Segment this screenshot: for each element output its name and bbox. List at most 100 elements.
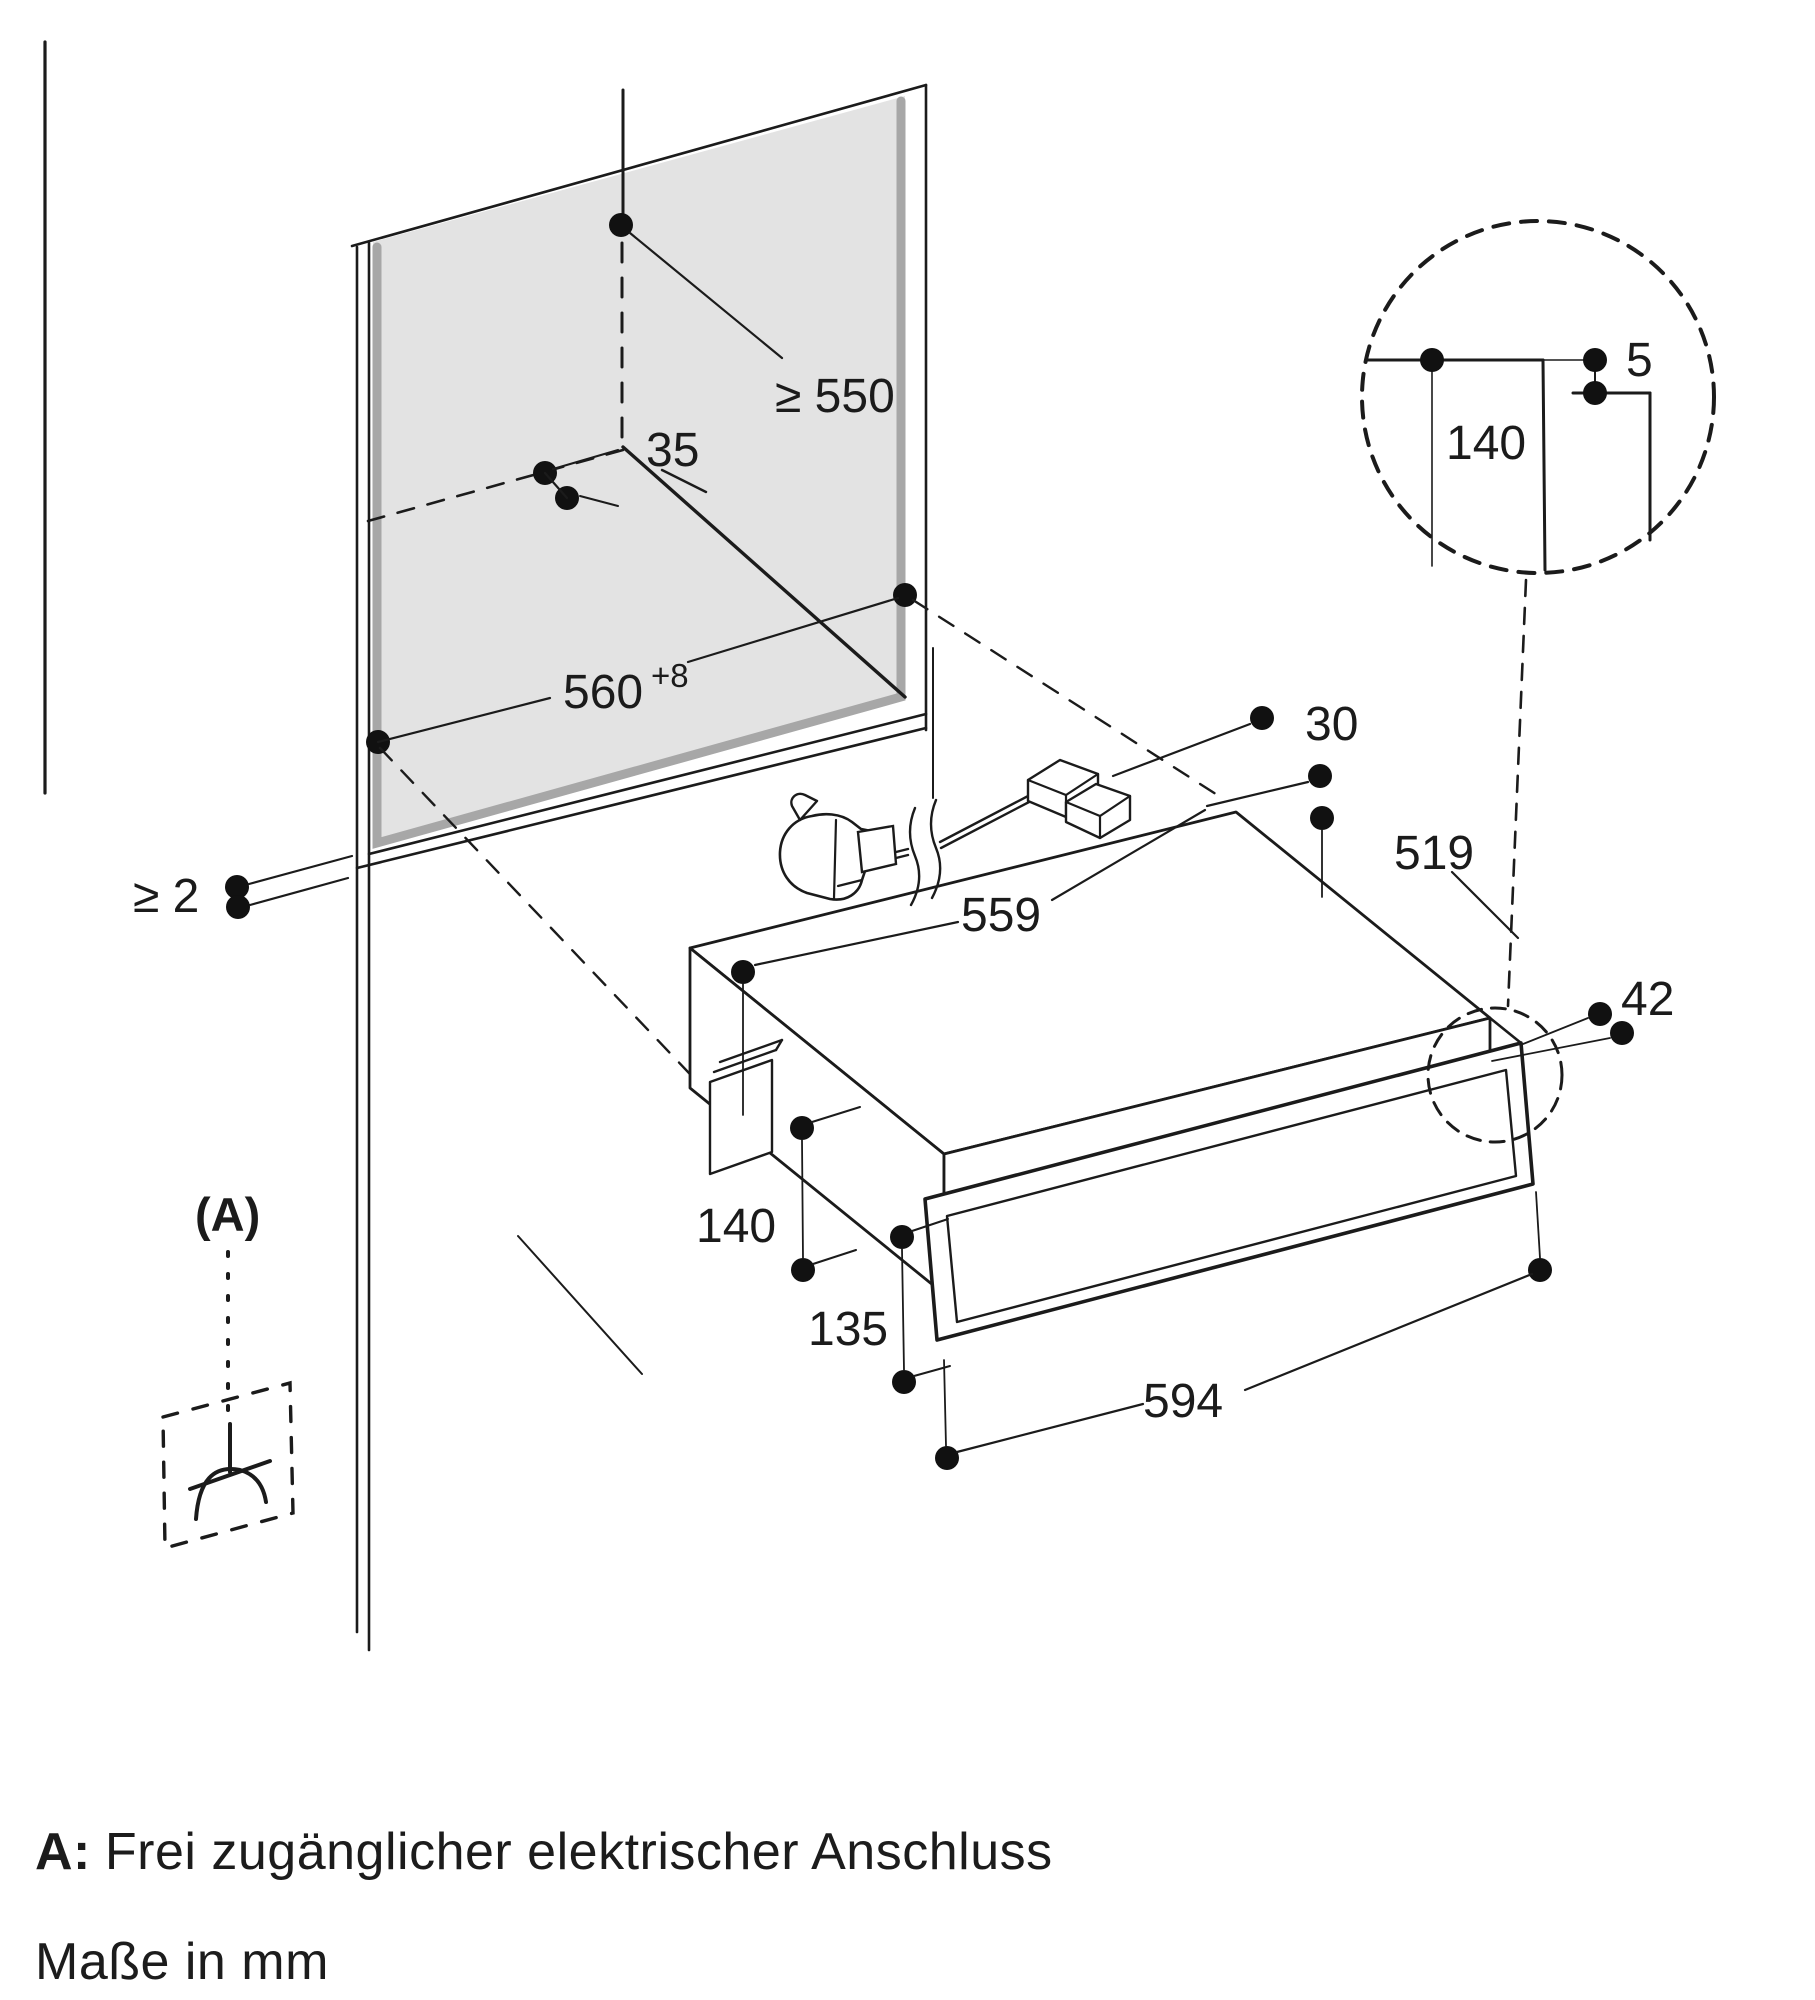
wall-lines [43, 40, 371, 1652]
tick-35-a [660, 468, 708, 494]
guide-lower-left [517, 1235, 643, 1375]
leader-30-a [1111, 722, 1252, 778]
bracket-flange-a [712, 1048, 778, 1074]
units-note: Maße in mm [35, 1933, 329, 1991]
leader-140-bottom [812, 1249, 857, 1265]
power-cable [778, 647, 1132, 907]
dim-front-width: 594 [1143, 1375, 1223, 1428]
leader-135-top [911, 1218, 949, 1232]
cable-seg-right-b [939, 799, 1033, 850]
ref-dot [226, 895, 250, 919]
dim-appliance-depth: 519 [1394, 827, 1474, 880]
legend-key: A: [35, 1823, 91, 1881]
mounting-bracket [708, 1038, 784, 1176]
outlet-cross-line [188, 1459, 272, 1491]
ref-dot [791, 1258, 815, 1282]
legend-text: Frei zugänglicher elektrischer Anschluss [104, 1823, 1053, 1881]
ext-594-left [943, 1359, 947, 1447]
niche-back-panel [373, 96, 905, 848]
niche-panel-border [372, 96, 906, 849]
dim-niche-width: 560 [563, 666, 643, 719]
guide-right-dashed [911, 598, 1224, 800]
dim-detail-gap: 5 [1626, 334, 1653, 387]
front-panel-outer [923, 1041, 1535, 1342]
plug-facet-b [836, 878, 864, 888]
leader-42-a [1522, 1017, 1589, 1045]
cable-seg-left-b [894, 853, 910, 860]
leader-ge2-bottom [248, 876, 350, 907]
panel-detail-circle [1426, 1006, 1564, 1144]
leader-594-right [1243, 1272, 1534, 1392]
leader-30-b [1205, 780, 1310, 808]
leader-ge2-top [247, 854, 354, 886]
cable-seg-right-a [938, 793, 1032, 844]
leader-559-left [753, 920, 960, 967]
dimline-140 [801, 1139, 804, 1259]
ref-dot [1583, 348, 1607, 372]
leader-519 [1450, 870, 1520, 940]
niche-inner-corner-edge [621, 445, 907, 699]
niche [350, 83, 928, 870]
ref-dot [892, 1370, 916, 1394]
dim-niche-width-tolerance: +8 [651, 657, 689, 694]
dim-niche-depth: ≥ 550 [775, 370, 895, 423]
ref-dot [1420, 348, 1444, 372]
dim-rear-clearance: 30 [1305, 698, 1358, 751]
legend-line: A:Frei zugänglicher elektrischer Anschlu… [35, 1822, 1053, 1882]
panel-top-right-edge [1488, 1016, 1523, 1045]
ref-dot [1310, 806, 1334, 830]
break-mark-right [929, 798, 942, 900]
ref-dot [225, 875, 249, 899]
insertion-guides [378, 598, 1224, 1375]
niche-top-edge [350, 83, 928, 248]
ref-dot [1583, 381, 1607, 405]
connector-socket [1064, 782, 1132, 840]
ref-dot [890, 1225, 914, 1249]
cable-connector [1026, 758, 1132, 840]
electrical-connection: (A) [161, 1188, 295, 1551]
leader-35 [551, 448, 620, 471]
ref-dot [935, 1446, 959, 1470]
dim-detail-height: 140 [1446, 417, 1526, 470]
leader-560-left [376, 696, 552, 744]
detail-circle-outline [1360, 219, 1716, 575]
ref-dot [1610, 1021, 1634, 1045]
plug-facet-a [832, 818, 838, 900]
bracket-flange-b [718, 1038, 784, 1064]
plug-nub [790, 792, 819, 822]
break-mark-left [908, 806, 921, 907]
leader-140-top [811, 1106, 861, 1123]
leader-559-right [1050, 808, 1207, 902]
guide-left-dashed [378, 746, 728, 1114]
detail-circle: 5 140 [1360, 219, 1716, 1008]
leader-594-left [955, 1402, 1145, 1454]
ref-dot [893, 583, 917, 607]
detail-front-edge [1541, 358, 1547, 572]
ref-dot [1528, 1258, 1552, 1282]
ref-dot [731, 960, 755, 984]
tick-35-b [579, 495, 619, 507]
front-panel-inner [945, 1068, 1518, 1324]
dim-appliance-width: 559 [961, 889, 1041, 942]
connection-label: (A) [195, 1188, 260, 1241]
niche-dimensions: ≥ 550 35 560 +8 ≥ 2 [133, 88, 917, 923]
dim-corner-offset: 35 [646, 424, 699, 477]
ref-dot [1308, 764, 1332, 788]
dot-pair-link [543, 471, 569, 500]
leader-560-right [686, 596, 900, 664]
dim-front-height: 135 [808, 1303, 888, 1356]
ext-594-right [1535, 1191, 1541, 1259]
drawer-dimensions: 559 30 519 42 140 135 [696, 698, 1674, 1470]
bracket-flange-join [774, 1038, 784, 1052]
ref-dot [609, 213, 633, 237]
shelf-front-edge-top [367, 712, 928, 856]
ref-dot [1250, 706, 1274, 730]
outlet-symbol [188, 1422, 272, 1521]
leader-550 [628, 231, 784, 360]
dim-front-offset: 42 [1621, 973, 1674, 1026]
detail-link-dashed [1506, 578, 1528, 1008]
ref-dot [790, 1116, 814, 1140]
outlet-zone-dashed [161, 1380, 295, 1551]
